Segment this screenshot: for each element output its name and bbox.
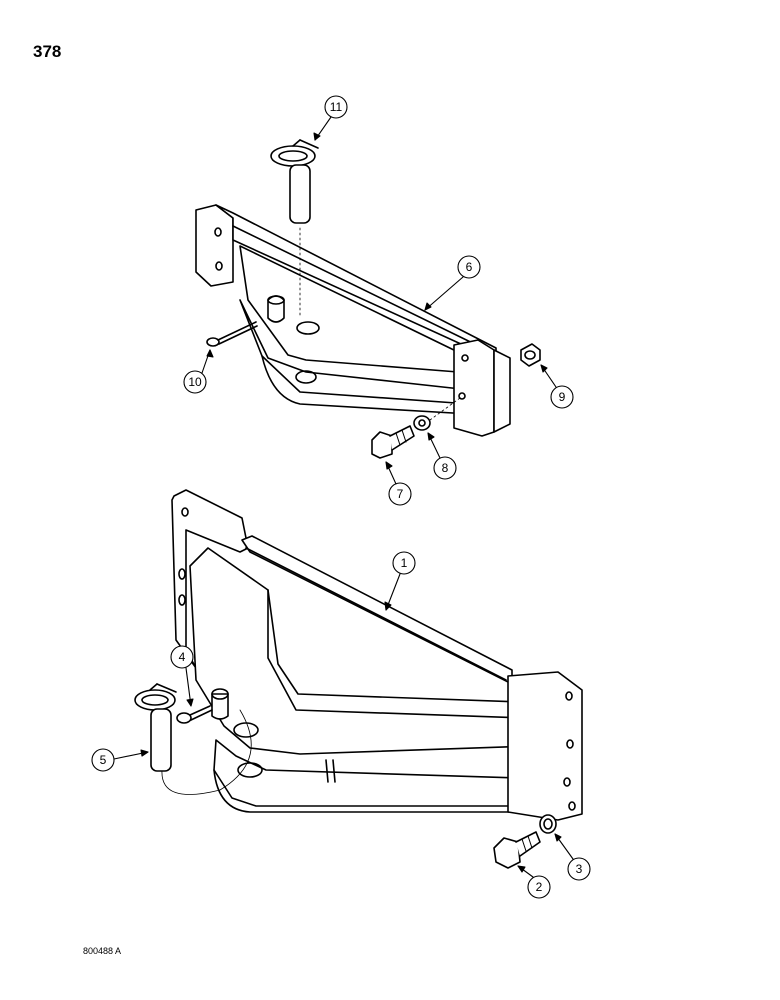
lower-web-boss [211,693,229,720]
upper-bracket-back-plate [195,204,234,287]
callout-4: 4 [170,645,194,707]
lower-front-hole-4 [568,801,576,811]
nut-9 [520,343,541,367]
upper-front-hole-2 [458,392,466,400]
upper-boss-top [267,295,285,305]
callout-2-label: 2 [536,880,543,894]
callout-10-label: 10 [188,375,202,389]
callout-5: 5 [91,748,149,772]
clip-pin-4 [176,705,213,724]
lower-plate-hole-2 [178,568,186,580]
callout-2: 2 [517,865,551,899]
lower-bracket-front-plate [507,671,583,821]
callout-11-label: 11 [330,100,343,114]
upper-arm-bottom [261,355,471,415]
callout-4-label: 4 [179,650,186,664]
callout-1-label: 1 [401,556,408,570]
lower-boss-top [211,688,229,700]
upper-front-hole-1 [461,354,469,362]
page-number: 378 [33,42,62,61]
washer-3-hole [543,818,553,830]
upper-rail-edge [232,225,494,354]
callout-9: 9 [540,364,574,409]
callout-6: 6 [424,255,481,311]
upper-bracket-plate-side [493,349,511,433]
upper-web-boss [267,295,285,323]
washer-8-hole [418,419,426,427]
lower-pin-hole [233,722,259,738]
callout-6-label: 6 [466,260,473,274]
lower-front-hole-3 [563,777,571,787]
clip-pin-10 [206,321,258,347]
upper-plate-hole-2 [215,261,223,271]
callout-3: 3 [554,833,591,881]
lower-bracket-assembly [134,489,583,869]
upper-pin-hole [296,321,320,335]
lower-bracket-back-plate [171,489,249,669]
bolt-2 [493,831,541,869]
lower-lower-pin-hole [237,762,263,778]
drawing-reference-code: 800488 A [83,946,122,956]
upper-plate-hole-1 [214,227,222,237]
callout-5-label: 5 [100,753,107,767]
tether-cable [161,709,252,795]
lock-pin-5 [134,683,177,772]
lower-plate-hole-3 [178,594,186,606]
callout-7-label: 7 [397,487,404,501]
callout-11: 11 [313,95,348,141]
callout-9-label: 9 [559,390,566,404]
lower-plate-hole-1 [181,507,189,517]
callout-8-label: 8 [442,461,449,475]
callout-1: 1 [384,551,416,611]
callout-3-label: 3 [576,862,583,876]
callout-10: 10 [183,349,214,394]
upper-lower-pin-hole [295,370,317,384]
lock-pin-11 [270,139,319,224]
callout-7: 7 [385,461,412,506]
upper-bracket-front-plate [453,339,495,437]
washer-8 [413,415,431,431]
callout-8: 8 [427,432,457,480]
washer-3 [539,814,557,834]
lower-front-hole-2 [566,739,574,749]
bolt-7-leader [429,397,461,421]
bolt-7 [371,425,415,459]
upper-bracket-assembly [195,139,541,459]
lower-front-hole-1 [565,691,573,701]
